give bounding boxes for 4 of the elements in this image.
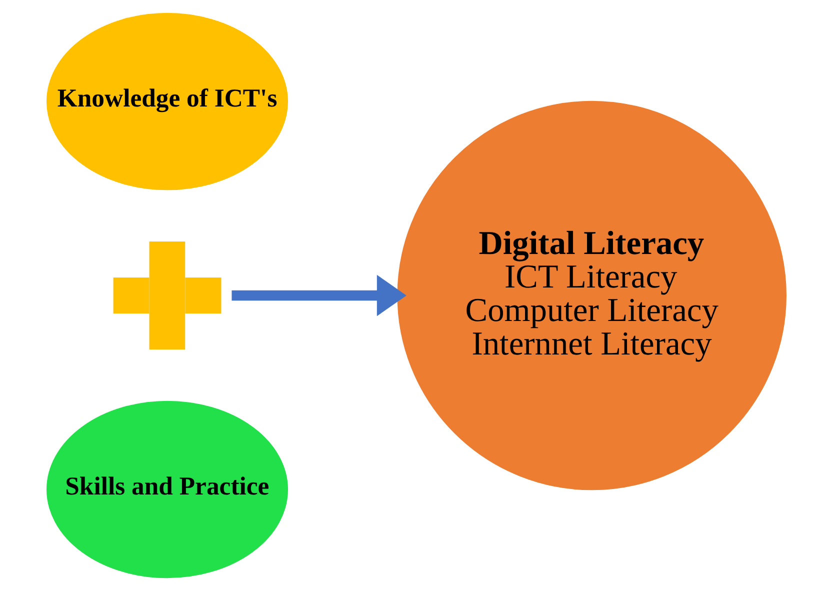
node-circle: Digital Literacy ICT Literacy Computer Literacy Internnet Literacy — [396, 100, 786, 490]
node-ellipse: Skills and Practice — [46, 400, 288, 578]
node-ellipse: Knowledge of ICT's — [46, 12, 288, 190]
arrow — [231, 274, 406, 316]
